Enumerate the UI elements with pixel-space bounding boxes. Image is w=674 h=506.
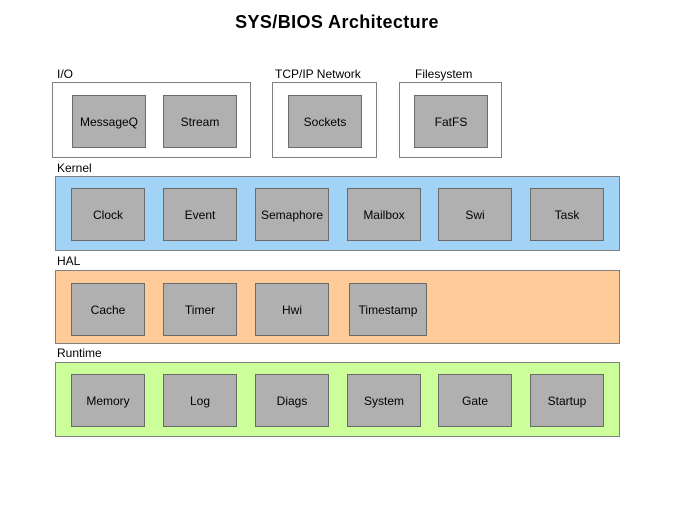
module-hwi: Hwi (255, 283, 329, 336)
module-swi: Swi (438, 188, 512, 241)
module-diags: Diags (255, 374, 329, 427)
module-gate: Gate (438, 374, 512, 427)
module-cache: Cache (71, 283, 145, 336)
module-memory: Memory (71, 374, 145, 427)
module-stream: Stream (163, 95, 237, 148)
io-section-label: I/O (57, 67, 74, 81)
module-log: Log (163, 374, 237, 427)
diagram-title: SYS/BIOS Architecture (235, 12, 439, 32)
runtime-band: Memory Log Diags System Gate Startup (55, 362, 620, 437)
runtime-band-label: Runtime (57, 346, 102, 360)
module-timestamp: Timestamp (349, 283, 427, 336)
module-system: System (347, 374, 421, 427)
hal-band-label: HAL (57, 254, 81, 268)
module-sockets: Sockets (288, 95, 362, 148)
module-semaphore: Semaphore (255, 188, 329, 241)
module-clock: Clock (71, 188, 145, 241)
module-task: Task (530, 188, 604, 241)
tcpip-section-box: Sockets (272, 82, 377, 158)
module-timer: Timer (163, 283, 237, 336)
kernel-band-label: Kernel (57, 161, 92, 175)
hal-band: Cache Timer Hwi Timestamp (55, 270, 620, 344)
module-startup: Startup (530, 374, 604, 427)
io-section-box: MessageQ Stream (52, 82, 251, 158)
tcpip-section-label: TCP/IP Network (275, 67, 361, 81)
filesystem-section-label: Filesystem (415, 67, 473, 81)
module-event: Event (163, 188, 237, 241)
module-messageq: MessageQ (72, 95, 146, 148)
filesystem-section-box: FatFS (399, 82, 502, 158)
kernel-band: Clock Event Semaphore Mailbox Swi Task (55, 176, 620, 251)
module-mailbox: Mailbox (347, 188, 421, 241)
module-fatfs: FatFS (414, 95, 488, 148)
